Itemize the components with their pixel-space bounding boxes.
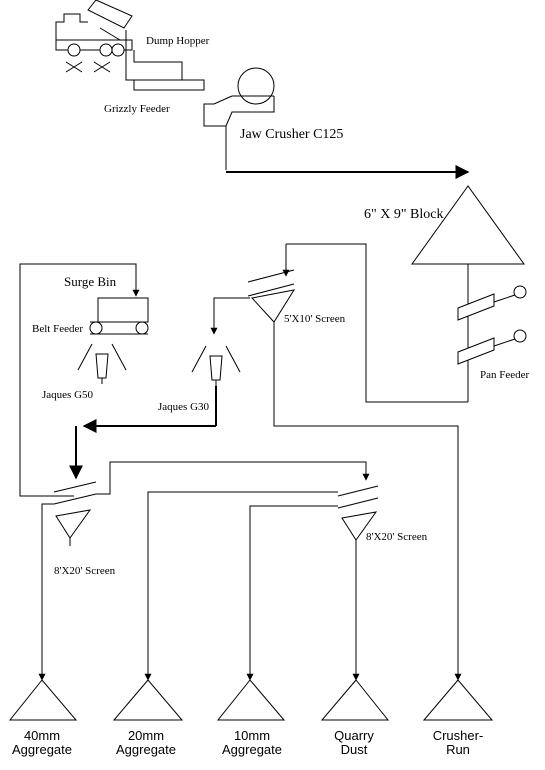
crusher-run-arrow: [273, 330, 462, 681]
screen-8x20-left-label: 8'X20' Screen: [54, 565, 116, 577]
product-dust-line1: Quarry: [334, 728, 374, 743]
jaques-g50-label: Jaques G50: [42, 389, 94, 401]
product-40mm-line1: 40mm: [24, 728, 60, 743]
pan-feeder-icon: [457, 285, 527, 365]
surge-bin-icon: [89, 297, 149, 335]
stockpile-quarry-dust: Quarry Dust: [320, 679, 390, 757]
to-20mm-arrow: [144, 491, 338, 681]
jaw-crusher-label: Jaw Crusher C125: [240, 127, 343, 142]
jaques-g30-label: Jaques G30: [158, 401, 210, 413]
product-crusher-run-line1: Crusher-: [433, 728, 484, 743]
screen-5x10-label: 5'X10' Screen: [284, 313, 346, 325]
to-40mm-arrow: [38, 503, 54, 681]
jaw-crusher-icon: [203, 67, 275, 127]
stockpile-10mm-icon: [216, 679, 286, 721]
screen-5x10-icon: [247, 269, 296, 330]
stockpile-10mm: 10mm Aggregate: [216, 679, 286, 757]
jaques-g30-icon: [191, 345, 241, 386]
stockpile-20mm: 20mm Aggregate: [112, 679, 184, 757]
grizzly-feeder-icon: [133, 79, 205, 91]
screen-8x20-left-icon: [53, 481, 97, 546]
product-40mm-line2: Aggregate: [12, 742, 72, 757]
stockpile-crusher-run-icon: [422, 679, 494, 721]
product-20mm-line2: Aggregate: [116, 742, 176, 757]
dump-truck-icon: [55, 0, 133, 73]
stockpile-40mm: 40mm Aggregate: [8, 679, 78, 757]
block-label: 6" X 9" Block: [364, 207, 443, 222]
stockpile-quarry-dust-icon: [320, 679, 390, 721]
grizzly-feeder-label: Grizzly Feeder: [104, 103, 170, 115]
belt-feeder-label: Belt Feeder: [32, 323, 83, 335]
stockpile-20mm-icon: [112, 679, 184, 721]
screen-8x20-right-label: 8'X20' Screen: [366, 531, 428, 543]
screen-8x20-right-icon: [337, 485, 379, 548]
jaques-g50-icon: [77, 343, 127, 384]
stockpile-40mm-icon: [8, 679, 78, 721]
surge-bin-label: Surge Bin: [64, 274, 117, 289]
product-10mm-line2: Aggregate: [222, 742, 282, 757]
product-crusher-run-line2: Run: [446, 742, 470, 757]
dump-hopper-label: Dump Hopper: [146, 35, 210, 47]
product-dust-line2: Dust: [341, 742, 368, 757]
block-stockpile-icon: [411, 185, 525, 265]
stockpile-crusher-run: Crusher- Run: [422, 679, 494, 757]
to-10mm-arrow: [246, 505, 338, 681]
product-10mm-line1: 10mm: [234, 728, 270, 743]
product-20mm-line1: 20mm: [128, 728, 164, 743]
pan-feeder-label: Pan Feeder: [480, 369, 530, 381]
